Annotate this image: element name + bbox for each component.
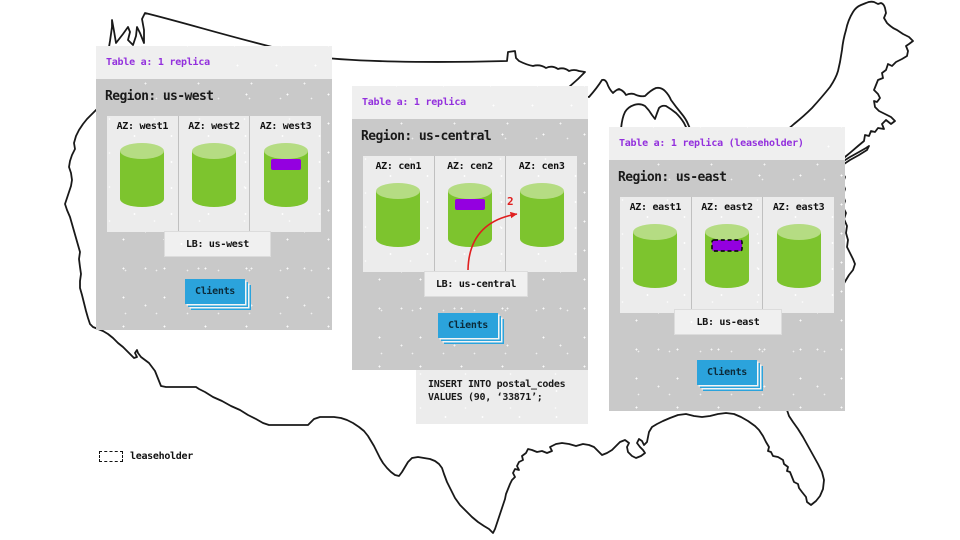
az-label-west2: AZ: west2 bbox=[188, 121, 240, 132]
az-label-cen1: AZ: cen1 bbox=[375, 161, 422, 172]
az-label-east3: AZ: east3 bbox=[772, 202, 825, 213]
table-replica-label-east: Table a: 1 replica (leaseholder) bbox=[619, 138, 804, 149]
database-cylinder-cen2 bbox=[448, 183, 492, 247]
long-island bbox=[841, 145, 870, 165]
az-col-west2: AZ: west2 bbox=[177, 116, 250, 232]
az-row-east: AZ: east1 AZ: east2 AZ: east3 bbox=[620, 197, 834, 313]
database-cylinder-cen1 bbox=[376, 183, 421, 247]
table-replica-header-west: Table a: 1 replica bbox=[96, 46, 332, 79]
az-col-west3: AZ: west3 bbox=[249, 116, 321, 232]
table-replica-header-east: Table a: 1 replica (leaseholder) bbox=[609, 127, 845, 160]
region-panel-us-west: Table a: 1 replica Region: us-west AZ: w… bbox=[96, 46, 332, 330]
az-label-cen3: AZ: cen3 bbox=[518, 161, 565, 172]
region-panel-us-central: Table a: 1 replica Region: us-central AZ… bbox=[352, 86, 588, 370]
load-balancer-us-west: LB: us-west bbox=[164, 231, 271, 257]
database-cylinder-west3 bbox=[263, 143, 308, 207]
sql-line-1: INSERT INTO postal_codes bbox=[428, 379, 566, 390]
az-label-cen2: AZ: cen2 bbox=[447, 161, 493, 172]
database-cylinder-east1 bbox=[633, 224, 678, 288]
sql-line-2: VALUES (90, ‘33871’; bbox=[428, 392, 543, 403]
az-col-cen3: AZ: cen3 bbox=[505, 156, 577, 272]
legend-label: leaseholder bbox=[130, 451, 193, 462]
load-balancer-us-central: LB: us-central bbox=[424, 271, 528, 297]
az-col-east2: AZ: east2 bbox=[690, 197, 763, 313]
az-label-west3: AZ: west3 bbox=[259, 121, 312, 132]
database-cylinder-west2 bbox=[192, 143, 236, 207]
sql-statement-box: INSERT INTO postal_codes VALUES (90, ‘33… bbox=[416, 370, 588, 424]
az-label-east2: AZ: east2 bbox=[701, 202, 753, 213]
az-col-cen2: AZ: cen2 bbox=[433, 156, 506, 272]
az-col-west1: AZ: west1 bbox=[107, 116, 178, 232]
az-row-west: AZ: west1 AZ: west2 AZ: west3 bbox=[107, 116, 321, 232]
legend: leaseholder bbox=[99, 451, 193, 462]
database-cylinder-east2 bbox=[705, 224, 749, 288]
az-col-east1: AZ: east1 bbox=[620, 197, 691, 313]
region-panel-us-east: Table a: 1 replica (leaseholder) Region:… bbox=[609, 127, 845, 411]
arrow-step-number: 2 bbox=[507, 195, 514, 208]
replica-band-cen2 bbox=[455, 199, 485, 210]
az-label-east1: AZ: east1 bbox=[629, 202, 682, 213]
database-cylinder-east3 bbox=[776, 224, 821, 288]
region-title-west: Region: us-west bbox=[105, 89, 214, 104]
database-cylinder-cen3 bbox=[519, 183, 564, 247]
table-replica-label-west: Table a: 1 replica bbox=[106, 57, 210, 68]
az-col-cen1: AZ: cen1 bbox=[363, 156, 434, 272]
az-col-east3: AZ: east3 bbox=[762, 197, 834, 313]
load-balancer-us-east: LB: us-east bbox=[674, 309, 782, 335]
region-title-central: Region: us-central bbox=[361, 129, 492, 144]
table-replica-label-central: Table a: 1 replica bbox=[362, 97, 466, 108]
az-label-west1: AZ: west1 bbox=[116, 121, 169, 132]
az-row-central: AZ: cen1 AZ: cen2 AZ: cen3 bbox=[363, 156, 577, 272]
leaseholder-swatch-icon bbox=[99, 451, 123, 462]
replica-band-west3 bbox=[270, 159, 301, 170]
clients-button-central[interactable]: Clients bbox=[438, 313, 498, 338]
table-replica-header-central: Table a: 1 replica bbox=[352, 86, 588, 119]
database-cylinder-west1 bbox=[120, 143, 165, 207]
clients-button-east[interactable]: Clients bbox=[697, 360, 757, 385]
region-title-east: Region: us-east bbox=[618, 170, 727, 185]
michigan-mitten bbox=[620, 103, 688, 130]
clients-button-west[interactable]: Clients bbox=[185, 279, 245, 304]
leaseholder-band-east2 bbox=[711, 239, 743, 252]
